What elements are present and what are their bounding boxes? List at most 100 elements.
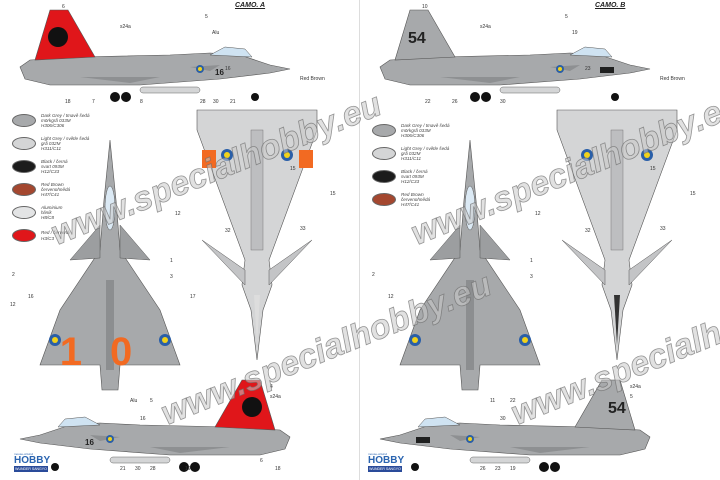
callout-label: s24a bbox=[480, 24, 491, 30]
underside-view-aircraft bbox=[196, 109, 318, 361]
roundel-crown bbox=[584, 152, 590, 158]
roundel-crown bbox=[224, 152, 230, 158]
top-view-aircraft: 10 bbox=[39, 139, 181, 391]
callout-label: 33 bbox=[660, 226, 666, 232]
legend-line: grå 032M bbox=[41, 140, 61, 146]
roundel-crown bbox=[108, 437, 112, 441]
callout-label: 23 bbox=[495, 466, 501, 472]
legend-line: mörkgrå 033M bbox=[401, 127, 431, 133]
underside-view-aircraft bbox=[556, 109, 678, 361]
roundel-crown bbox=[284, 152, 290, 158]
legend-line: Red / červená bbox=[41, 230, 70, 236]
planform bbox=[39, 139, 181, 391]
callout-label: 15 bbox=[330, 191, 336, 197]
wing bbox=[440, 77, 520, 83]
sharkmouth bbox=[416, 437, 430, 443]
main-wheel bbox=[190, 462, 200, 472]
wing bbox=[510, 447, 590, 453]
sharkmouth bbox=[600, 67, 614, 73]
main-wheel bbox=[550, 462, 560, 472]
canopy bbox=[569, 46, 613, 58]
logo-partner: WUNDER SANGYO bbox=[368, 466, 402, 472]
legend-line: červenohnědá bbox=[41, 186, 71, 192]
legend-line: H8/C8 bbox=[41, 215, 55, 221]
callout-label: 32 bbox=[225, 228, 231, 234]
canards bbox=[429, 224, 511, 261]
callout-label: 6 bbox=[260, 458, 263, 464]
roundel-crown bbox=[644, 152, 650, 158]
callout-label: 12 bbox=[175, 211, 181, 217]
legend-line: H47/C41 bbox=[41, 192, 60, 198]
callout-label: 16 bbox=[28, 294, 34, 300]
canopy bbox=[464, 185, 476, 231]
page-divider bbox=[359, 0, 360, 480]
legend-line: H311/C11 bbox=[41, 146, 62, 152]
legend-line: mörkgrå 033M bbox=[41, 117, 71, 123]
callout-label: 33 bbox=[300, 226, 306, 232]
callout-label: s24a bbox=[120, 24, 131, 30]
callout-label: 3 bbox=[530, 274, 533, 280]
main-wheel bbox=[110, 92, 120, 102]
tail-fin bbox=[574, 379, 636, 431]
drop-tank bbox=[139, 86, 201, 94]
orange-marking bbox=[202, 150, 216, 168]
callout-label: 18 bbox=[65, 99, 71, 105]
legend-line: H311/C11 bbox=[401, 156, 422, 162]
callout-label: 5 bbox=[205, 14, 208, 20]
legend-line: Red Brown bbox=[401, 191, 424, 197]
fuselage-number: 16 bbox=[85, 438, 94, 447]
callout-label: 2 bbox=[12, 272, 15, 278]
callout-label: 22 bbox=[510, 398, 516, 404]
main-wheel bbox=[481, 92, 491, 102]
callout-label: 19 bbox=[185, 466, 191, 472]
color-swatch bbox=[12, 137, 36, 150]
callout-label: 12 bbox=[388, 294, 394, 300]
wing bbox=[80, 77, 160, 83]
drop-tank bbox=[499, 86, 561, 94]
tail-number: 54 bbox=[608, 400, 626, 417]
color-swatch bbox=[12, 160, 36, 173]
belly-tank bbox=[250, 129, 264, 251]
legend-line: Dark Grey / tmavě šedá bbox=[401, 122, 450, 128]
logo-tagline: mouse-of-kind bbox=[14, 452, 34, 456]
tail-emblem bbox=[48, 27, 68, 47]
legend-line: Red Brown bbox=[41, 181, 64, 187]
callout-label: 15 bbox=[650, 166, 656, 172]
callout-label: 5 bbox=[565, 14, 568, 20]
callout-label: 21 bbox=[230, 99, 236, 105]
callout-label: 12 bbox=[535, 211, 541, 217]
legend-line: H3/C3 bbox=[41, 235, 55, 241]
callout-label: 12 bbox=[10, 302, 16, 308]
callout-label: 18 bbox=[275, 466, 281, 472]
callout-label: 16 bbox=[140, 416, 146, 422]
color-swatch bbox=[372, 124, 396, 137]
side-view-aircraft: 16 bbox=[19, 9, 291, 102]
logo-name: HOBBY bbox=[14, 455, 51, 466]
canopy bbox=[104, 185, 116, 231]
nose-wheel bbox=[611, 93, 619, 101]
logo-tagline: mouse-of-kind bbox=[368, 452, 388, 456]
callout-label: 30 bbox=[213, 99, 219, 105]
wing-code: 10 bbox=[60, 330, 161, 374]
special-hobby-logo: mouse-of-kind HOBBY WUNDER SANGYO bbox=[14, 452, 51, 472]
spine bbox=[466, 280, 474, 370]
logo-partner: WUNDER SANGYO bbox=[14, 466, 48, 472]
belly-tank bbox=[610, 129, 624, 251]
color-swatch bbox=[12, 229, 36, 242]
underside-canards bbox=[561, 239, 673, 286]
spine bbox=[106, 280, 114, 370]
callout-label: Alu bbox=[212, 30, 219, 36]
callout-label: s24a bbox=[270, 394, 281, 400]
